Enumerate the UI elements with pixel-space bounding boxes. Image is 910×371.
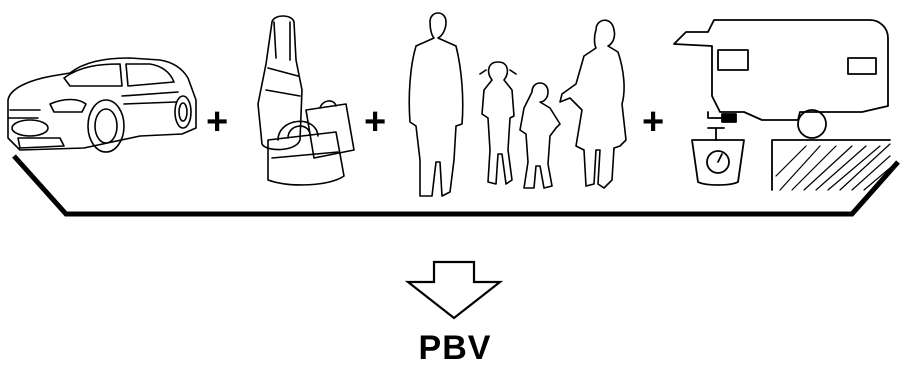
pbv-label: PBV — [418, 329, 492, 367]
down-arrow-icon — [404, 260, 504, 320]
plus-operator-2: + — [364, 101, 387, 143]
car-icon — [7, 57, 197, 153]
plus-operator-3: + — [642, 101, 665, 143]
boy-silhouette — [519, 82, 561, 189]
tray-outline — [12, 154, 900, 217]
scale-icon — [691, 139, 745, 186]
hatch-lines — [775, 143, 891, 191]
trailer-hitch-scale-icon — [673, 19, 891, 191]
trailer-body — [673, 19, 889, 121]
family-icon — [408, 12, 627, 197]
trailer-wheel — [797, 109, 827, 139]
plus-operator-1: + — [206, 101, 229, 143]
luggage-icon — [257, 15, 355, 186]
girl-silhouette — [481, 61, 515, 185]
ground-hatch — [771, 139, 891, 191]
adult-woman-silhouette — [559, 19, 627, 189]
adult-man-silhouette — [408, 12, 464, 197]
